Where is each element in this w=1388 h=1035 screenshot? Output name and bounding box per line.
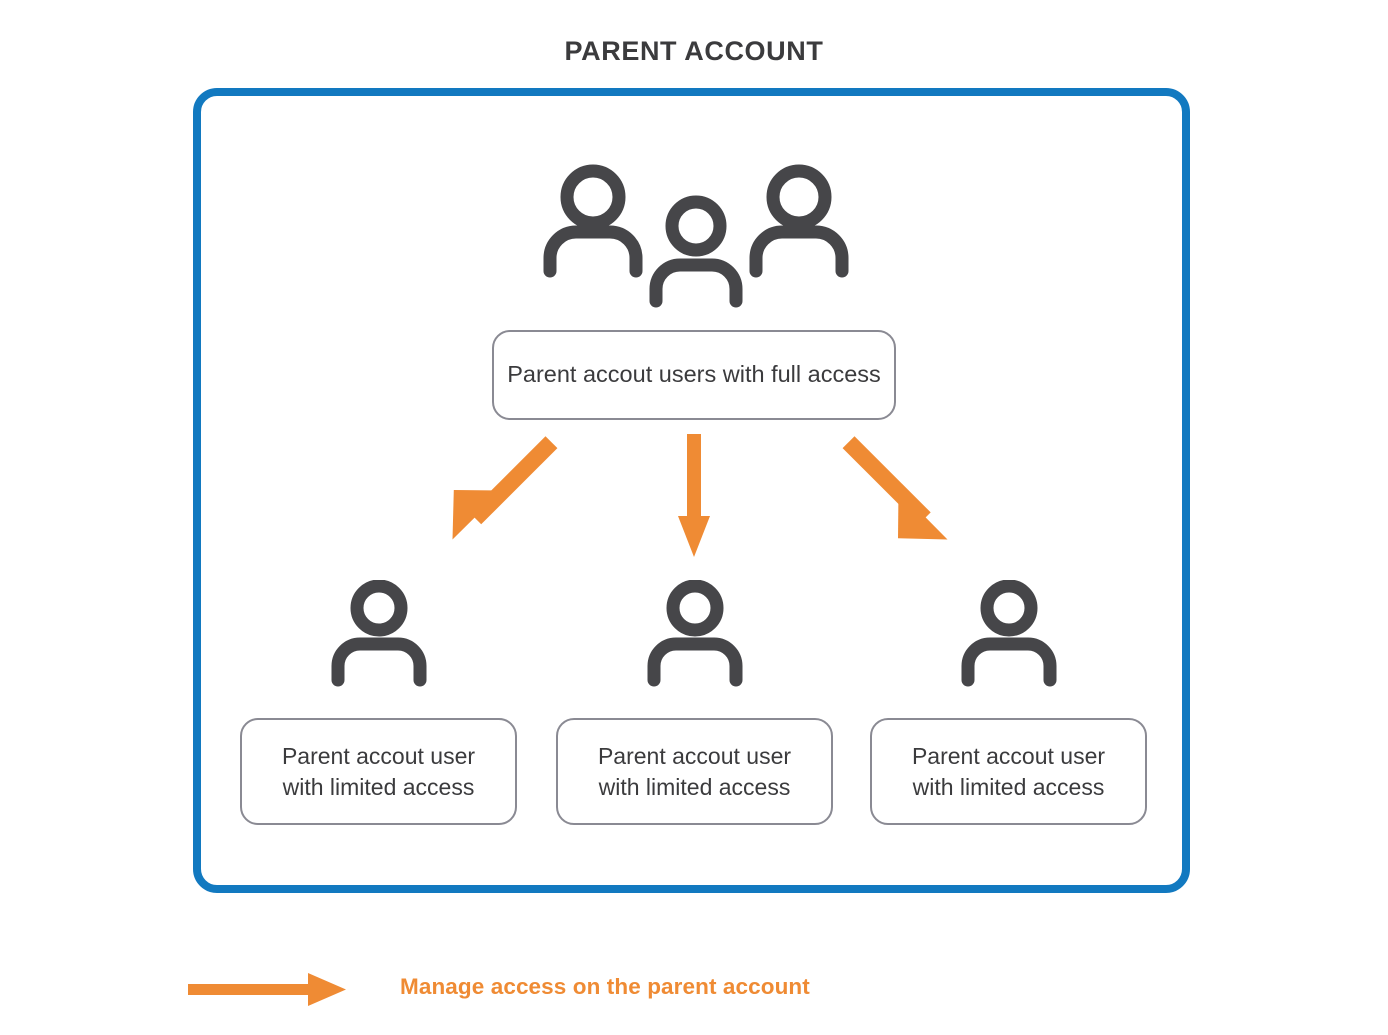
child-node-label-text: Parent accout user with limited access xyxy=(598,741,791,802)
single-user-icon xyxy=(959,580,1059,688)
child-node-label-text: Parent accout user with limited access xyxy=(912,741,1105,802)
child-label-line-1: Parent accout user xyxy=(281,743,476,770)
legend: Manage access on the parent account xyxy=(186,962,1086,1018)
group-of-three-users-icon xyxy=(536,160,856,315)
child-node-label-text: Parent accout user with limited access xyxy=(282,741,475,802)
child-label-line-1: Parent accout user xyxy=(597,743,792,770)
child-label-line-2: with limited access xyxy=(598,773,791,800)
child-node-label: Parent accout user with limited access xyxy=(240,718,517,825)
legend-label: Manage access on the parent account xyxy=(400,974,810,999)
child-label-line-2: with limited access xyxy=(912,773,1105,800)
child-label-line-1: Parent accout user xyxy=(911,743,1106,770)
single-user-icon xyxy=(645,580,745,688)
top-node-label: Parent accout users with full access xyxy=(492,330,896,420)
single-user-icon xyxy=(329,580,429,688)
child-node-label: Parent accout user with limited access xyxy=(870,718,1147,825)
legend-right-arrow-icon xyxy=(186,962,356,1018)
child-node-label: Parent accout user with limited access xyxy=(556,718,833,825)
child-label-line-2: with limited access xyxy=(282,773,475,800)
page-title: PARENT ACCOUNT xyxy=(564,36,824,66)
